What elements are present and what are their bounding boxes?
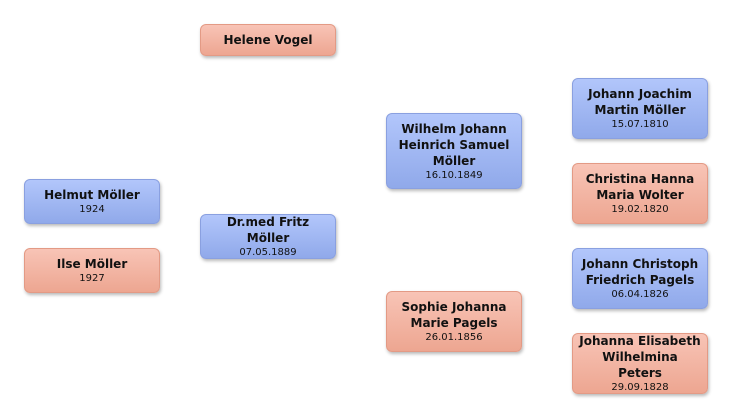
person-johann-christoph-pagels[interactable]: Johann Christoph Friedrich Pagels 06.04.… (572, 248, 708, 309)
person-date: 16.10.1849 (425, 169, 483, 181)
person-name: Johann Joachim Martin Möller (588, 87, 692, 117)
person-christina-wolter[interactable]: Christina Hanna Maria Wolter 19.02.1820 (572, 163, 708, 224)
person-name: Sophie Johanna Marie Pagels (401, 300, 507, 330)
person-johann-joachim-moeller[interactable]: Johann Joachim Martin Möller 15.07.1810 (572, 78, 708, 139)
person-ilse-moeller[interactable]: Ilse Möller 1927 (24, 248, 160, 293)
person-date: 15.07.1810 (611, 119, 669, 130)
person-name: Wilhelm Johann Heinrich Samuel Möller (398, 121, 510, 168)
person-name: Helene Vogel (223, 33, 313, 47)
person-name: Helmut Möller (44, 188, 140, 202)
person-fritz-moeller[interactable]: Dr.med Fritz Möller 07.05.1889 (200, 214, 336, 259)
person-date: 19.02.1820 (611, 204, 669, 215)
person-date: 1927 (79, 273, 105, 284)
person-johanna-peters[interactable]: Johanna Elisabeth Wilhelmina Peters 29.0… (572, 333, 708, 394)
person-helmut-moeller[interactable]: Helmut Möller 1924 (24, 179, 160, 224)
person-name: Ilse Möller (56, 257, 128, 271)
person-wilhelm-moeller[interactable]: Wilhelm Johann Heinrich Samuel Möller 16… (386, 113, 522, 189)
person-sophie-pagels[interactable]: Sophie Johanna Marie Pagels 26.01.1856 (386, 291, 522, 352)
person-date: 26.01.1856 (425, 332, 483, 343)
person-helene-vogel[interactable]: Helene Vogel (200, 24, 336, 56)
person-date: 29.09.1828 (611, 382, 669, 393)
person-name: Johann Christoph Friedrich Pagels (581, 257, 699, 287)
person-name: Christina Hanna Maria Wolter (585, 172, 695, 202)
person-date: 07.05.1889 (239, 247, 297, 258)
person-name: Dr.med Fritz Möller (226, 215, 310, 245)
person-date: 1924 (79, 204, 105, 215)
person-date: 06.04.1826 (611, 289, 669, 300)
person-name: Johanna Elisabeth Wilhelmina Peters (579, 334, 701, 380)
